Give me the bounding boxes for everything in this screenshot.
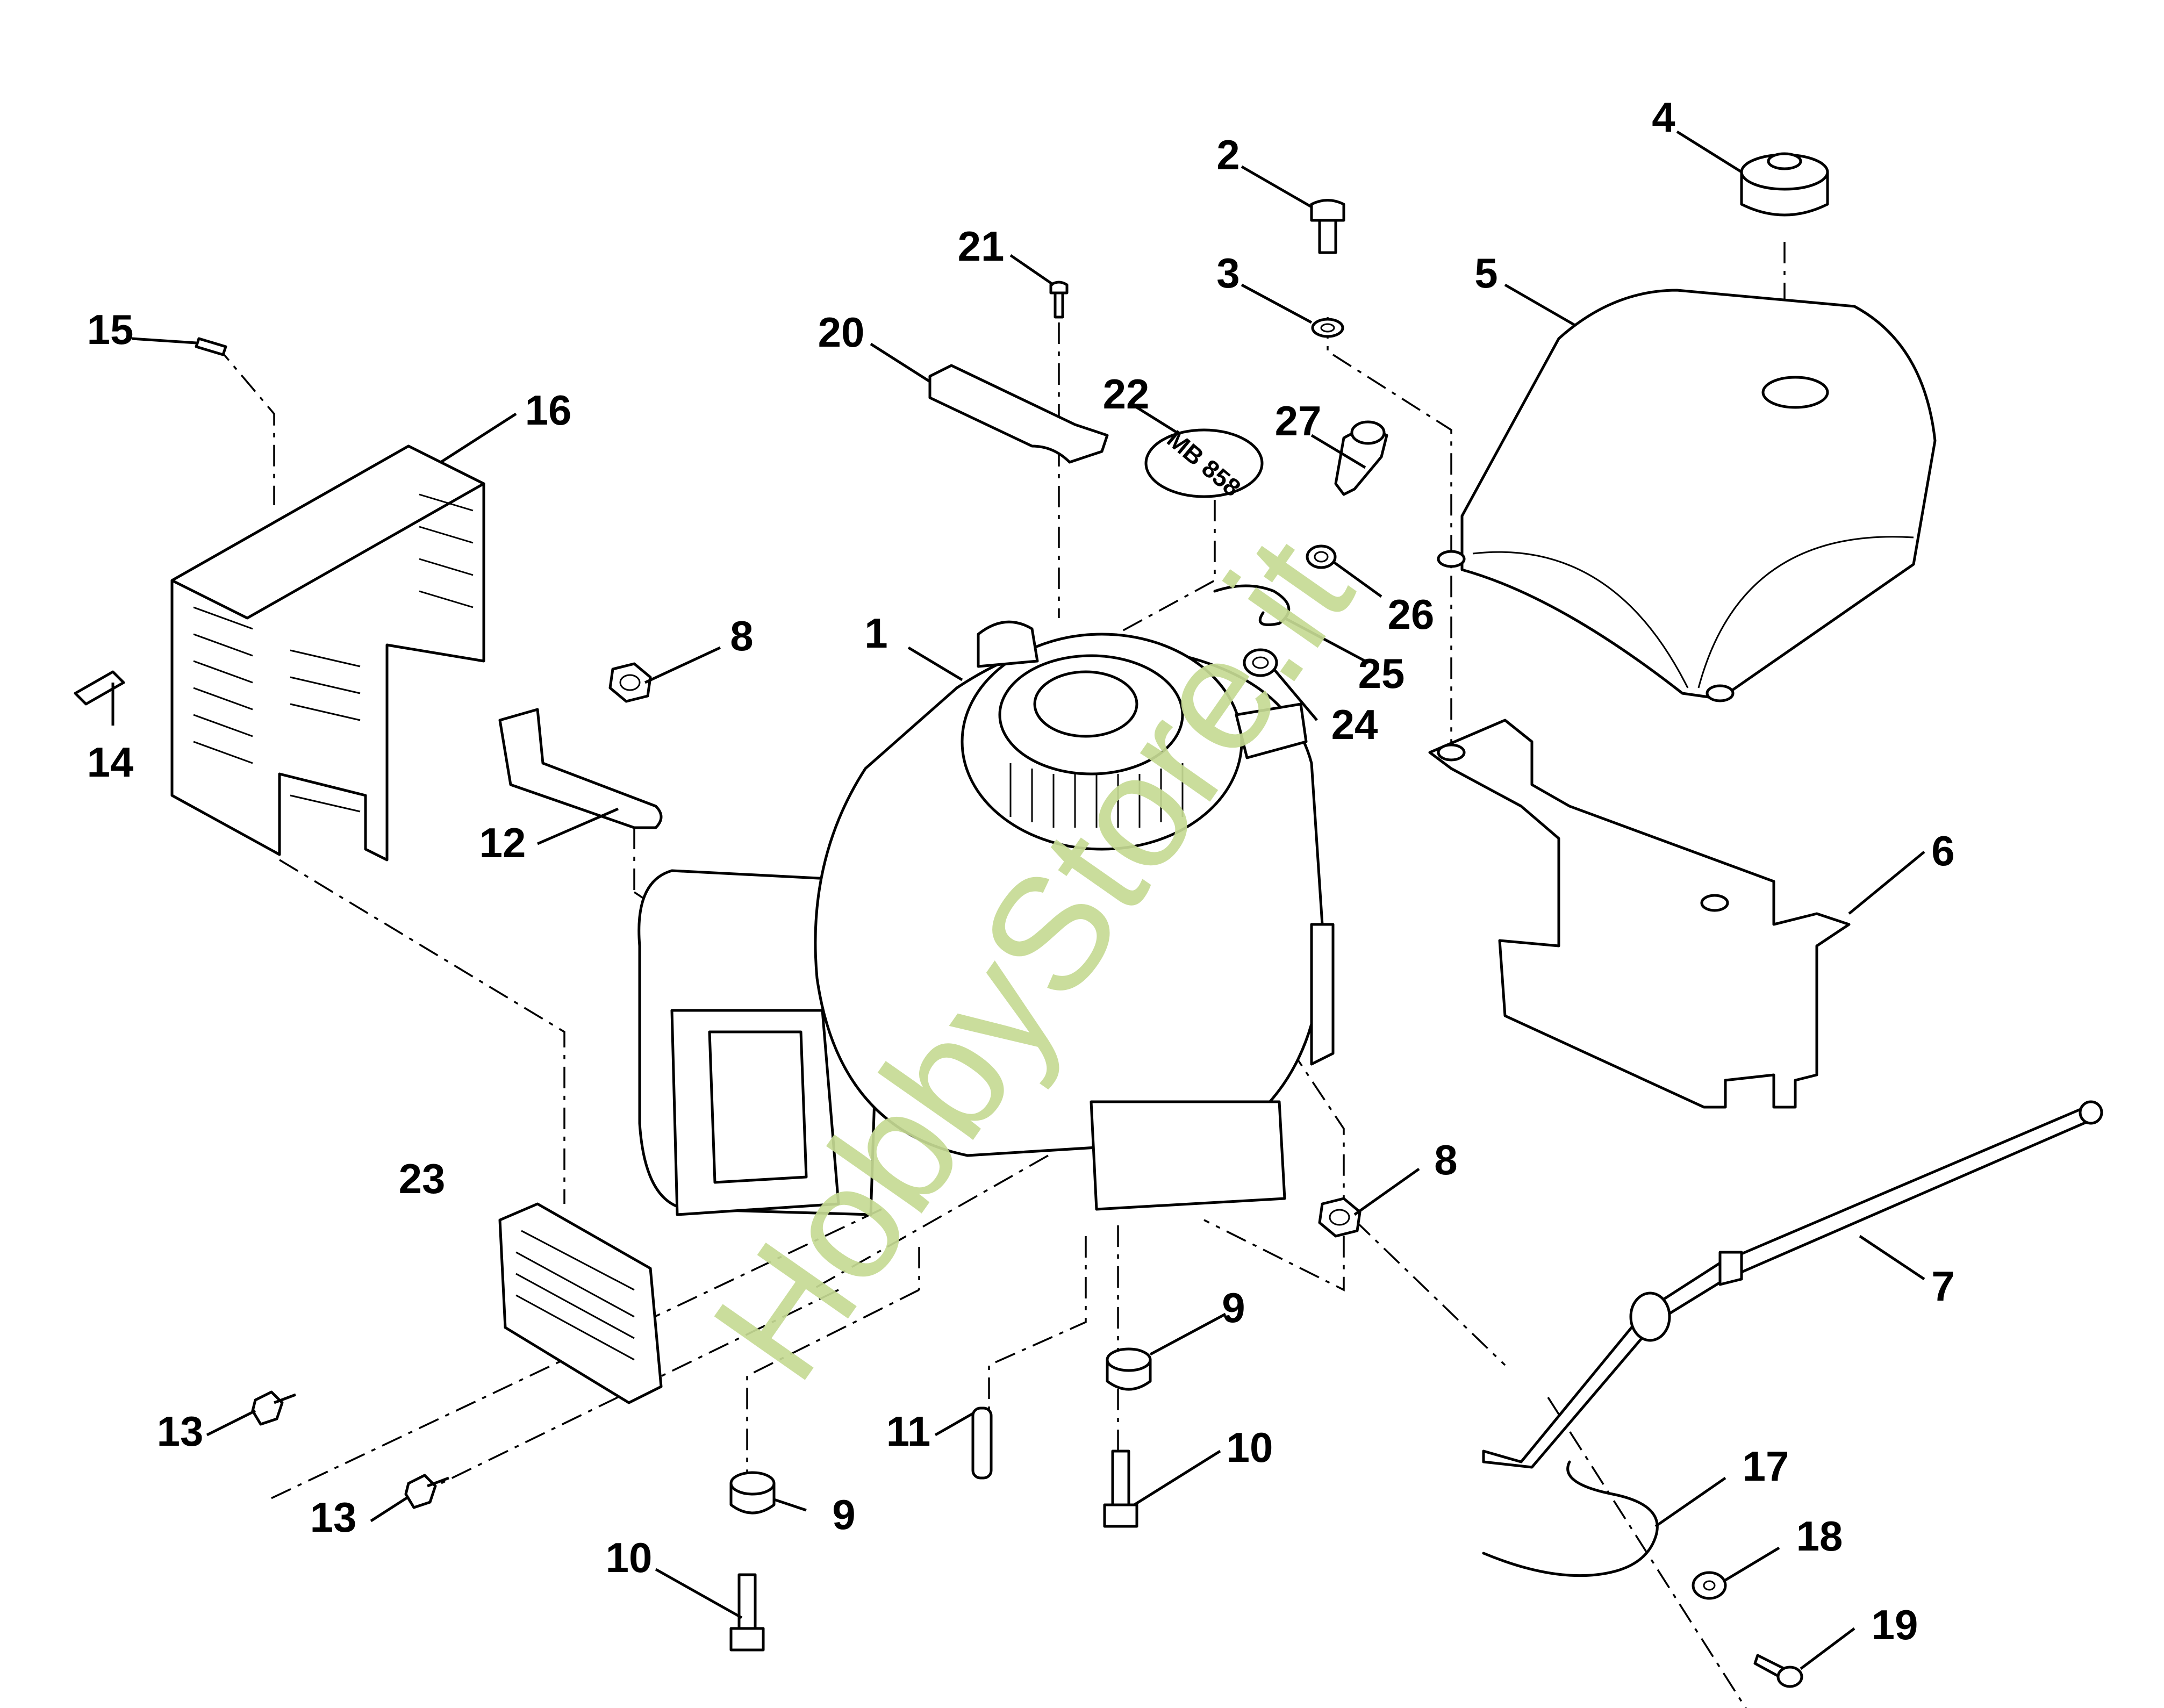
screw-part[interactable] (251, 1390, 296, 1426)
callout-8a: 8 (730, 612, 753, 659)
callout-18: 18 (1796, 1512, 1843, 1560)
callout-13a: 13 (157, 1408, 204, 1455)
grille-guard-part[interactable] (498, 1202, 663, 1404)
spacer-part[interactable] (1106, 1347, 1152, 1391)
callout-27: 27 (1275, 397, 1322, 444)
muffler-guard-part[interactable] (170, 444, 485, 862)
callout-25: 25 (1358, 650, 1405, 697)
callout-3: 3 (1216, 249, 1239, 297)
lock-nut-part[interactable] (1318, 1197, 1362, 1238)
bracket-part[interactable] (498, 708, 663, 829)
callout-19: 19 (1872, 1601, 1918, 1648)
callout-22: 22 (1103, 370, 1150, 418)
callout-7: 7 (1931, 1262, 1954, 1310)
callout-10b: 10 (606, 1534, 653, 1581)
leader-lines (111, 130, 1925, 1670)
callout-15: 15 (87, 306, 134, 353)
tank-bracket-part[interactable] (1428, 719, 1851, 1109)
callout-24: 24 (1331, 701, 1378, 748)
decal-part[interactable]: MB 858 (1144, 425, 1264, 502)
callout-10a: 10 (1227, 1424, 1273, 1471)
callout-21: 21 (958, 223, 1005, 270)
fuel-line-part[interactable] (1482, 1100, 2103, 1469)
callout-13b: 13 (310, 1494, 357, 1541)
washer-part[interactable] (1311, 318, 1344, 338)
washer-hole (1320, 323, 1335, 333)
washer-part[interactable] (1306, 544, 1337, 569)
callout-12: 12 (479, 819, 526, 866)
key-part[interactable] (971, 1406, 993, 1480)
callout-8b: 8 (1434, 1136, 1457, 1183)
spacer-part[interactable] (729, 1471, 776, 1515)
bolt-part[interactable] (1310, 199, 1345, 254)
callout-11: 11 (886, 1408, 930, 1455)
callout-9b: 9 (832, 1491, 855, 1538)
fitting-part[interactable] (1334, 420, 1388, 496)
bolt-part[interactable] (729, 1573, 765, 1652)
callout-4: 4 (1652, 94, 1675, 141)
callout-2: 2 (1216, 131, 1239, 178)
screw-part[interactable] (195, 337, 227, 356)
clip-part[interactable] (1213, 584, 1291, 626)
rivet-part[interactable] (74, 670, 125, 706)
engine-part[interactable] (637, 620, 1335, 1216)
callout-5: 5 (1474, 249, 1497, 297)
nut-part[interactable] (1243, 648, 1278, 677)
callout-9a: 9 (1222, 1284, 1245, 1331)
plate-part[interactable] (928, 364, 1109, 464)
callout-14: 14 (87, 738, 134, 786)
washer-part[interactable] (1692, 1571, 1727, 1600)
callout-20: 20 (818, 308, 865, 356)
callouts: 1 2 3 4 5 6 7 8 8 9 9 10 10 11 12 13 13 … (87, 94, 1955, 1648)
callout-23: 23 (399, 1155, 446, 1202)
cable-part[interactable] (1482, 1460, 1659, 1577)
screw-part[interactable] (404, 1474, 449, 1509)
callout-17: 17 (1743, 1443, 1789, 1490)
callout-26: 26 (1388, 591, 1435, 638)
fuel-cap-part[interactable] (1740, 152, 1829, 217)
screw-part[interactable] (1753, 1654, 1803, 1688)
bolt-part[interactable] (1103, 1449, 1138, 1528)
lock-nut-part[interactable] (608, 662, 652, 703)
callout-6: 6 (1931, 827, 1954, 874)
fuel-tank-part[interactable] (1437, 289, 1937, 702)
screw-part[interactable] (1049, 281, 1069, 319)
callout-16: 16 (525, 386, 572, 434)
callout-1: 1 (864, 609, 887, 657)
